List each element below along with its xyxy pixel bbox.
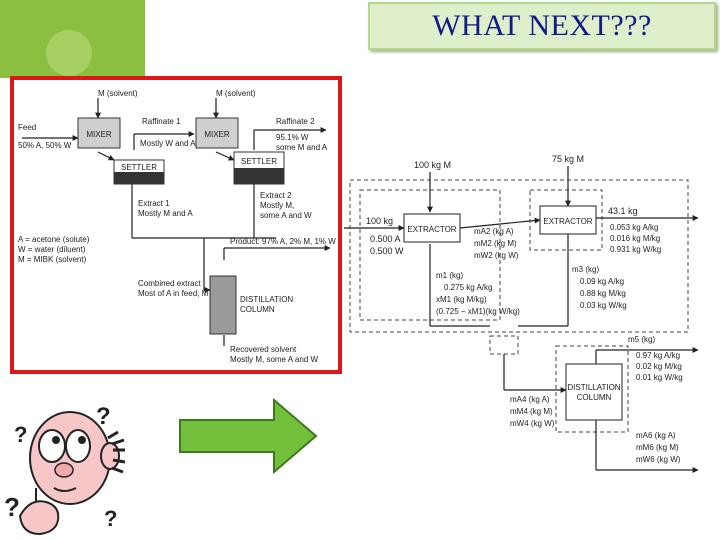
right-flowchart-svg: EXTRACTOR EXTRACTOR DISTILLATION COLUMN … <box>344 154 699 473</box>
question-mark-4: ? <box>104 506 117 531</box>
settler-1-label: SETTLER <box>121 163 157 172</box>
extract-1-title: Extract 1 <box>138 199 170 208</box>
extractor-1-box <box>403 213 461 243</box>
corner-green-circle <box>46 30 92 76</box>
right-arrow-icon <box>179 398 318 474</box>
raffinate-2-line1: 95.1% W <box>276 133 309 142</box>
out-mass: 43.1 kg <box>608 206 638 216</box>
combined-line2: Most of A in feed, M <box>138 289 209 298</box>
mixer-2-box <box>195 117 239 149</box>
mM4: mM4 (kg M) <box>510 407 553 416</box>
raffinate-1-title: Raffinate 1 <box>142 117 181 126</box>
extract-2-line1: Mostly M, <box>260 201 294 210</box>
m5-w: 0.01 kg W/kg <box>636 373 683 382</box>
extract-2-title: Extract 2 <box>260 191 292 200</box>
m3-w: 0.03 kg W/kg <box>580 301 627 310</box>
m-in-1: 100 kg M <box>414 160 451 170</box>
product-label: Product: 97% A, 2% M, 1% W <box>230 237 336 246</box>
legend-w: W = water (diluent) <box>18 245 86 254</box>
extractor-2-label: EXTRACTOR <box>543 217 592 226</box>
slide-title: WHAT NEXT??? <box>432 9 652 42</box>
question-mark-3: ? <box>4 492 20 522</box>
right-flowchart: EXTRACTOR EXTRACTOR DISTILLATION COLUMN … <box>340 150 712 500</box>
legend-m: M = MIBK (solvent) <box>18 255 87 264</box>
mA2: mA2 (kg A) <box>474 227 514 236</box>
extractor-2-box <box>539 205 597 235</box>
mixer-1-box <box>77 117 121 149</box>
m1-m: xM1 (kg M/kg) <box>436 295 487 304</box>
left-flowsheet: MIXER SETTLER MIXER SETTLER M (solvent) … <box>10 76 342 374</box>
out-w: 0.931 kg W/kg <box>610 245 661 254</box>
distillation-right-line2: COLUMN <box>577 393 612 402</box>
feed-comp: 50% A, 50% W <box>18 141 72 150</box>
mM6: mM6 (kg M) <box>636 443 679 452</box>
feed-a: 0.500 A <box>370 234 401 244</box>
title-box: WHAT NEXT??? <box>368 2 716 50</box>
mA4: mA4 (kg A) <box>510 395 550 404</box>
m1-w: (0.725 − xM1)(kg W/kg) <box>436 307 520 316</box>
m3-a: 0.09 kg A/kg <box>580 277 624 286</box>
feed-mass: 100 kg <box>366 216 393 226</box>
mM2: mM2 (kg M) <box>474 239 517 248</box>
distillation-right-line1: DISTILLATION <box>567 383 620 392</box>
recovered-line1: Recovered solvent <box>230 345 297 354</box>
mixer-2-label: MIXER <box>204 130 230 139</box>
confused-character-icon: ? ? ? ? <box>4 403 126 536</box>
m-solvent-1: M (solvent) <box>98 89 138 98</box>
distillation-column-left <box>209 275 237 335</box>
raffinate-2-line2: some M and A <box>276 143 328 152</box>
mW6: mW6 (kg W) <box>636 455 681 464</box>
feed-label: Feed <box>18 123 36 132</box>
out-m: 0.016 kg M/kg <box>610 234 660 243</box>
m-in-2: 75 kg M <box>552 154 584 164</box>
m-solvent-2: M (solvent) <box>216 89 256 98</box>
question-mark-2: ? <box>96 403 111 430</box>
m1: m1 (kg) <box>436 271 463 280</box>
mA6: mA6 (kg A) <box>636 431 676 440</box>
settler-2-label: SETTLER <box>241 157 277 166</box>
m3-m: 0.88 kg M/kg <box>580 289 626 298</box>
legend-a: A = acetone (solute) <box>18 235 90 244</box>
m3: m3 (kg) <box>572 265 599 274</box>
mW2: mW2 (kg W) <box>474 251 519 260</box>
out-a: 0.053 kg A/kg <box>610 223 658 232</box>
m5-m: 0.02 kg M/kg <box>636 362 682 371</box>
raffinate-2-title: Raffinate 2 <box>276 117 315 126</box>
extract-2-line2: some A and W <box>260 211 312 220</box>
distillation-left-line1: DISTILLATION <box>240 295 293 304</box>
question-mark-1: ? <box>14 422 27 447</box>
recovered-line2: Mostly M, some A and W <box>230 355 318 364</box>
combined-line1: Combined extract <box>138 279 201 288</box>
m5-a: 0.97 kg A/kg <box>636 351 680 360</box>
mW4: mW4 (kg W) <box>510 419 555 428</box>
left-flowsheet-svg: MIXER SETTLER MIXER SETTLER M (solvent) … <box>18 89 336 364</box>
raffinate-1-comp: Mostly W and A <box>140 139 196 148</box>
feed-w: 0.500 W <box>370 246 404 256</box>
extractor-1-label: EXTRACTOR <box>407 225 456 234</box>
extract-1-comp: Mostly M and A <box>138 209 193 218</box>
m1-a: 0.275 kg A/kg <box>444 283 492 292</box>
m5: m5 (kg) <box>628 335 655 344</box>
mixer-1-label: MIXER <box>86 130 112 139</box>
distillation-column-right <box>565 363 623 421</box>
distillation-left-line2: COLUMN <box>240 305 275 314</box>
